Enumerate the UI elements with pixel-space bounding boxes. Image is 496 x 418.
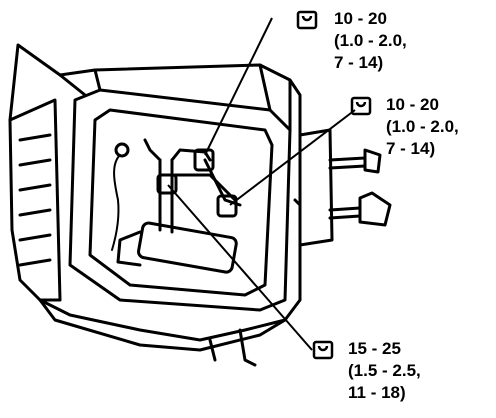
- torque-callout-2: 10 - 20 (1.0 - 2.0, 7 - 14): [386, 94, 459, 160]
- torque-wrench-icon: [312, 340, 334, 360]
- expansion-valve: [137, 221, 238, 274]
- housing-outline: [8, 43, 302, 342]
- torque-lbft: 7 - 14): [334, 53, 384, 72]
- torque-callout-3: 15 - 25 (1.5 - 2.5, 11 - 18): [348, 338, 421, 404]
- torque-value: 10 - 20: [334, 9, 387, 28]
- torque-kgm: (1.0 - 2.0,: [386, 117, 459, 136]
- capillary-tube: [111, 154, 121, 251]
- refrigerant-pipe: [158, 158, 174, 234]
- inner-frame: [88, 108, 274, 297]
- torque-lbft: 11 - 18): [348, 383, 406, 402]
- pipe-fitting-mid: [156, 173, 178, 195]
- torque-kgm: (1.0 - 2.0,: [334, 31, 407, 50]
- pipe-fitting-upper: [193, 148, 215, 172]
- inlet-pipe: [328, 206, 362, 220]
- left-side-panel: [8, 98, 62, 302]
- outlet-pipe: [328, 156, 367, 170]
- torque-value: 10 - 20: [386, 95, 439, 114]
- leader-line-3: [167, 184, 313, 351]
- torque-value: 15 - 25: [348, 339, 401, 358]
- torque-wrench-icon: [350, 96, 372, 116]
- torque-wrench-icon: [296, 10, 318, 30]
- leader-line-1: [204, 17, 273, 156]
- leader-line-2: [229, 109, 356, 206]
- torque-callout-1: 10 - 20 (1.0 - 2.0, 7 - 14): [334, 8, 407, 74]
- front-frame: [68, 88, 292, 312]
- torque-kgm: (1.5 - 2.5,: [348, 361, 421, 380]
- torque-lbft: 7 - 14): [386, 139, 436, 158]
- connector-block: [298, 128, 334, 247]
- pipe-fitting-lower: [216, 194, 238, 218]
- base-flange: [38, 298, 287, 352]
